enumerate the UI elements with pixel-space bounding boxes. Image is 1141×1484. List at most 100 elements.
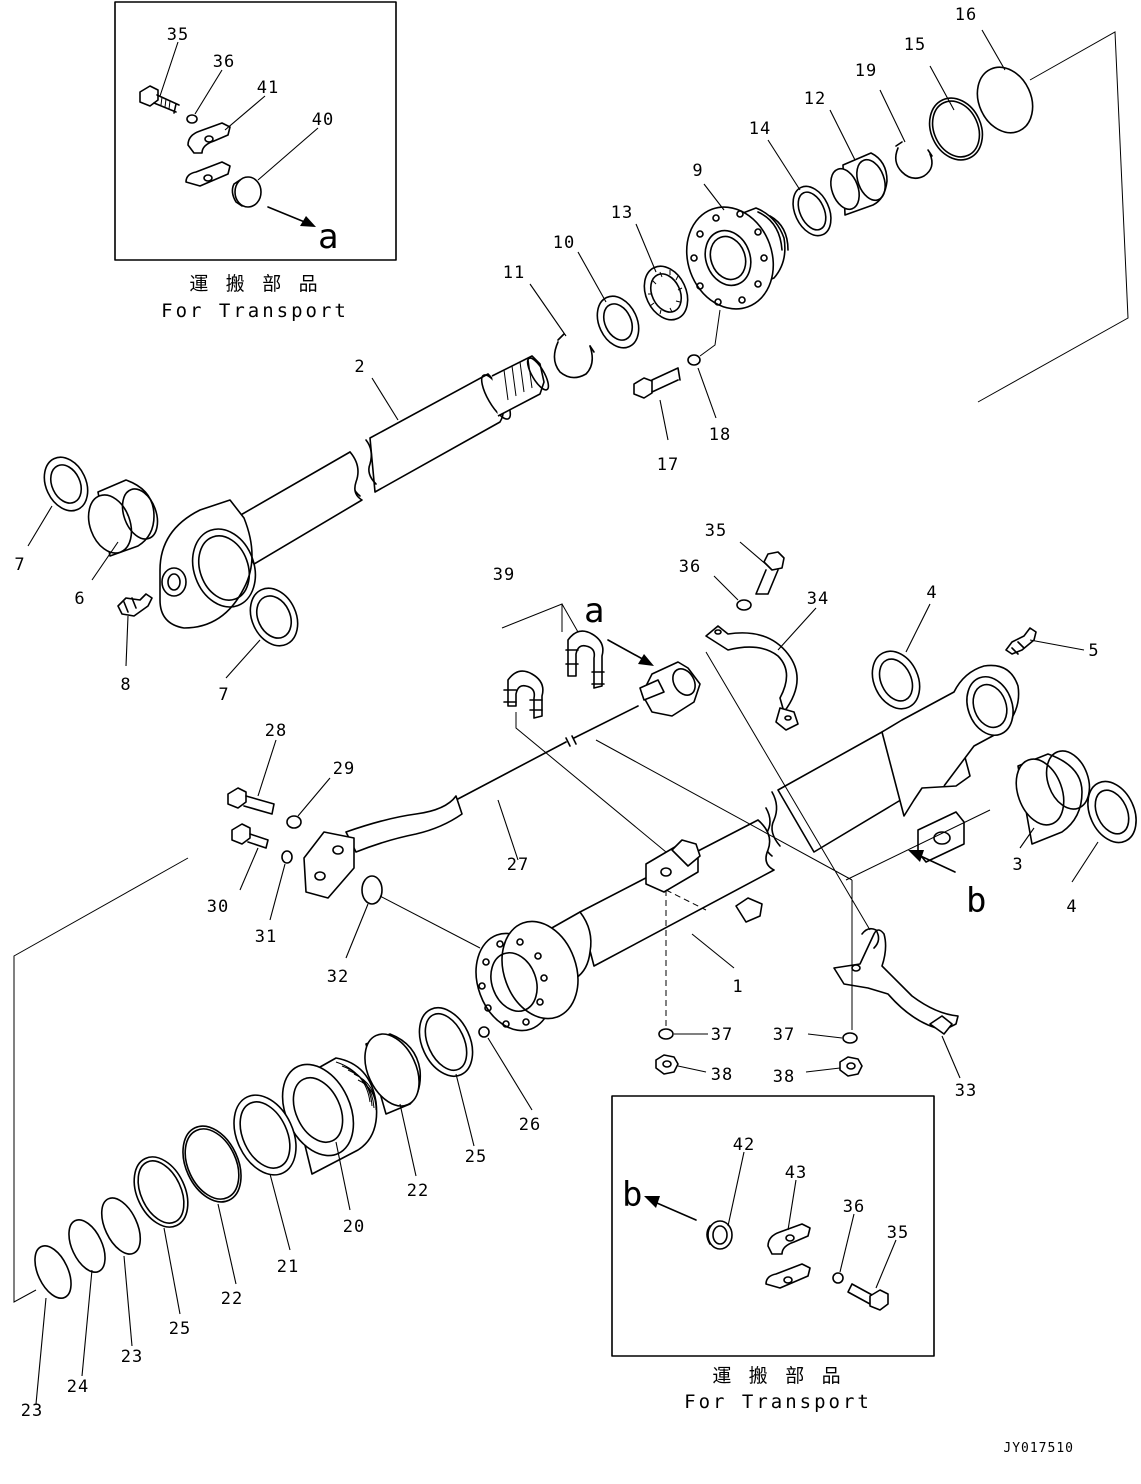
label-32: 32 xyxy=(327,967,349,987)
leader-18-to-head xyxy=(699,309,721,357)
seal-25-lower xyxy=(133,1156,189,1228)
inset-b-caption-en: For Transport xyxy=(684,1391,872,1413)
ref-letter-b-main: b xyxy=(966,881,986,921)
label-26: 26 xyxy=(519,1115,541,1135)
label-25-upper: 25 xyxy=(465,1147,487,1167)
cap-40-inset-a xyxy=(231,176,262,208)
cylinder-head-9 xyxy=(685,206,789,310)
label-14: 14 xyxy=(749,119,771,139)
label-42-inset-b: 42 xyxy=(733,1135,755,1155)
seal-14 xyxy=(792,185,832,237)
bolt-35-inset-a xyxy=(139,85,180,114)
leader-41 xyxy=(224,95,266,131)
grease-fitting-5 xyxy=(1005,627,1037,655)
seal-7-lower xyxy=(249,587,299,647)
washer-36-inset-b xyxy=(832,1272,844,1284)
ref-letter-a-main: a xyxy=(584,591,604,631)
label-13: 13 xyxy=(611,203,633,223)
bolt-17 xyxy=(633,367,681,399)
inset-a-frame xyxy=(114,1,397,261)
nut-38-left xyxy=(655,1054,679,1075)
label-2: 2 xyxy=(354,357,365,377)
washer-36-inset-a xyxy=(186,114,198,124)
label-43-inset-b: 43 xyxy=(785,1163,807,1183)
inset-a-ref-letter: a xyxy=(318,217,338,257)
bushing-12 xyxy=(830,152,888,216)
snap-ring-19 xyxy=(894,147,933,180)
clamp-34 xyxy=(705,625,799,731)
arrow-b-shaft-inset xyxy=(649,1199,697,1221)
cylinder-tube-1 xyxy=(475,664,1020,1032)
arrow-b-head-main xyxy=(908,850,924,862)
grease-fitting-8 xyxy=(117,593,153,617)
ring-24 xyxy=(68,1219,106,1273)
label-7-lower: 7 xyxy=(218,685,229,705)
label-8: 8 xyxy=(120,675,131,695)
axis-line-lower xyxy=(13,857,189,1303)
label-37-left: 37 xyxy=(711,1025,733,1045)
snap-ring-11 xyxy=(553,341,594,379)
o-ring-16 xyxy=(976,66,1034,134)
assembly-guide-lines xyxy=(515,651,991,1030)
label-15: 15 xyxy=(904,35,926,55)
arrow-b-head-inset xyxy=(644,1196,660,1208)
label-7-left: 7 xyxy=(14,555,25,575)
plug-26 xyxy=(478,1026,490,1038)
bearing-13 xyxy=(643,265,689,321)
label-5: 5 xyxy=(1088,641,1099,661)
arrow-a-shaft-main xyxy=(607,639,649,663)
rod-assembly xyxy=(27,29,1129,679)
label-23-mid: 23 xyxy=(121,1347,143,1367)
seal-4-top xyxy=(871,650,921,710)
ring-21 xyxy=(233,1094,297,1176)
label-38-right: 38 xyxy=(773,1067,795,1087)
seal-25-upper xyxy=(418,1007,474,1077)
clamp-41-inset-a xyxy=(185,122,231,187)
label-34: 34 xyxy=(807,589,829,609)
washer-37-right xyxy=(842,1032,858,1044)
inset-b-frame xyxy=(611,1095,935,1357)
bushing-6 xyxy=(87,479,159,557)
label-10: 10 xyxy=(553,233,575,253)
label-12: 12 xyxy=(804,89,826,109)
cap-42-inset-b xyxy=(706,1220,733,1250)
label-16: 16 xyxy=(955,5,977,25)
inset-a-caption-jp: 運 搬 部 品 xyxy=(189,273,320,295)
bracket-33 xyxy=(833,927,959,1035)
label-4-top: 4 xyxy=(926,583,937,603)
washer-18 xyxy=(687,354,701,366)
arrow-a-head-main xyxy=(638,654,654,666)
inset-transport-a: a 運 搬 部 品 For Transport 35 36 41 40 xyxy=(114,1,397,322)
washer-36-main xyxy=(736,599,752,611)
cylinder-assembly: b a xyxy=(13,541,1137,1405)
bolt-35-main xyxy=(755,551,785,595)
label-22-upper: 22 xyxy=(407,1181,429,1201)
label-23-left: 23 xyxy=(21,1401,43,1421)
bolt-30 xyxy=(231,823,269,849)
inset-a-caption-en: For Transport xyxy=(161,300,349,322)
seal-22-upper xyxy=(364,1033,422,1115)
cylinder-labels: 35 36 34 39 4 5 28 29 30 31 27 3 4 32 1 … xyxy=(21,521,1099,1421)
label-36-inset-a: 36 xyxy=(213,52,235,72)
label-1: 1 xyxy=(732,977,743,997)
axis-line-upper xyxy=(977,31,1129,403)
inset-transport-b: b 42 43 36 35 運 搬 部 品 For Transport xyxy=(611,1095,935,1413)
label-24: 24 xyxy=(67,1377,89,1397)
piston-rod-2 xyxy=(159,355,550,629)
seal-7-left xyxy=(43,456,89,512)
leader-40 xyxy=(257,127,319,181)
label-41-inset-a: 41 xyxy=(257,78,279,98)
cylinder-leaders xyxy=(35,541,1099,1405)
o-ring-32 xyxy=(361,875,383,905)
label-35-inset-a: 35 xyxy=(167,25,189,45)
label-31: 31 xyxy=(255,927,277,947)
label-20: 20 xyxy=(343,1217,365,1237)
arrow-a-head xyxy=(300,216,316,227)
leader-35 xyxy=(159,41,179,97)
label-6: 6 xyxy=(74,589,85,609)
seal-4-right xyxy=(1087,780,1137,844)
inset-b-ref-letter: b xyxy=(622,1175,642,1215)
label-40-inset-a: 40 xyxy=(312,110,334,130)
rod-leaders xyxy=(27,29,1006,679)
